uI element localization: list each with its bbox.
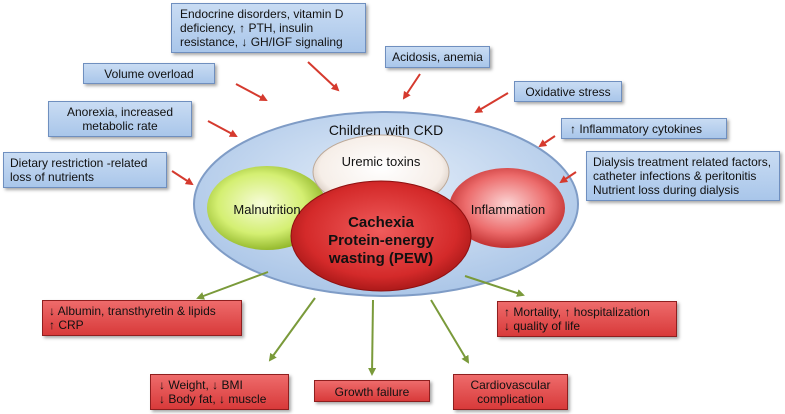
outcome-mortality: ↑ Mortality, ↑ hospitalization ↓ quality… bbox=[497, 301, 677, 337]
cause-endocrine: Endocrine disorders, vitamin D deficienc… bbox=[171, 3, 366, 53]
cachexia-line-1: Cachexia bbox=[348, 214, 414, 231]
arrow-dietary bbox=[171, 170, 194, 186]
arrow-cytokines bbox=[538, 135, 556, 148]
uremic-toxins-label: Uremic toxins bbox=[341, 154, 421, 169]
cause-arrows bbox=[171, 61, 577, 186]
cause-dialysis-factors: Dialysis treatment related factors, cath… bbox=[586, 151, 780, 201]
arrow-dialysis bbox=[559, 171, 577, 184]
cachexia-label: Cachexia Protein-energy wasting (PEW) bbox=[306, 214, 456, 268]
outcome-albumin: ↓ Albumin, transthyretin & lipids ↑ CRP bbox=[42, 300, 242, 336]
cachexia-line-2: Protein-energy bbox=[328, 232, 434, 249]
outcome-weight: ↓ Weight, ↓ BMI ↓ Body fat, ↓ muscle bbox=[150, 374, 289, 410]
arrow-mortality bbox=[464, 275, 525, 297]
cause-oxidative-stress: Oxidative stress bbox=[514, 81, 622, 102]
weight-line-2: ↓ Body fat, ↓ muscle bbox=[159, 392, 267, 406]
cause-inflammatory-cytokines: ↑ Inflammatory cytokines bbox=[561, 118, 727, 139]
anorexia-line-2: metabolic rate bbox=[82, 119, 158, 133]
cardio-line-2: complication bbox=[477, 392, 544, 406]
cardio-line-1: Cardiovascular bbox=[470, 378, 551, 392]
endocrine-line-2: deficiency, ↑ PTH, insulin bbox=[180, 21, 314, 35]
albumin-line-1: ↓ Albumin, transthyretin & lipids bbox=[49, 304, 216, 318]
cachexia-line-3: wasting (PEW) bbox=[328, 250, 434, 267]
arrow-acidosis bbox=[402, 73, 421, 100]
malnutrition-label: Malnutrition bbox=[233, 202, 301, 217]
diagram-title: Children with CKD bbox=[328, 122, 444, 138]
endocrine-line-3: resistance, ↓ GH/IGF signaling bbox=[180, 35, 343, 49]
dialysis-line-1: Dialysis treatment related factors, bbox=[593, 155, 772, 169]
outcome-arrows bbox=[196, 271, 525, 376]
outcome-growth-failure: Growth failure bbox=[314, 380, 430, 402]
weight-line-1: ↓ Weight, ↓ BMI bbox=[159, 378, 243, 392]
arrow-anorexia bbox=[207, 120, 238, 137]
cause-acidosis: Acidosis, anemia bbox=[385, 46, 490, 68]
cause-anorexia: Anorexia, increased metabolic rate bbox=[48, 101, 192, 137]
albumin-line-2: ↑ CRP bbox=[49, 318, 84, 332]
outcome-cardiovascular: Cardiovascular complication bbox=[453, 374, 568, 410]
dialysis-line-2: catheter infections & peritonitis bbox=[593, 169, 757, 183]
inflammation-oval bbox=[449, 168, 565, 248]
dietary-line-2: loss of nutrients bbox=[10, 170, 95, 184]
endocrine-line-1: Endocrine disorders, vitamin D bbox=[180, 7, 344, 21]
arrow-volume bbox=[235, 83, 268, 101]
mortality-line-2: ↓ quality of life bbox=[504, 319, 581, 333]
inflammation-label: Inflammation bbox=[470, 202, 546, 217]
arrow-cardio bbox=[430, 299, 470, 364]
arrow-endocrine bbox=[307, 61, 340, 92]
arrow-oxidative bbox=[474, 92, 509, 114]
cachexia-oval bbox=[290, 180, 472, 292]
arrow-growth bbox=[368, 299, 377, 376]
anorexia-line-1: Anorexia, increased bbox=[66, 105, 174, 119]
arrow-albumin bbox=[196, 271, 269, 300]
cause-dietary-restriction: Dietary restriction -related loss of nut… bbox=[3, 152, 167, 188]
arrow-weight bbox=[268, 297, 316, 362]
dietary-line-1: Dietary restriction -related bbox=[10, 156, 148, 170]
cause-volume-overload: Volume overload bbox=[83, 63, 215, 84]
mortality-line-1: ↑ Mortality, ↑ hospitalization bbox=[504, 305, 650, 319]
dialysis-line-3: Nutrient loss during dialysis bbox=[593, 183, 740, 197]
